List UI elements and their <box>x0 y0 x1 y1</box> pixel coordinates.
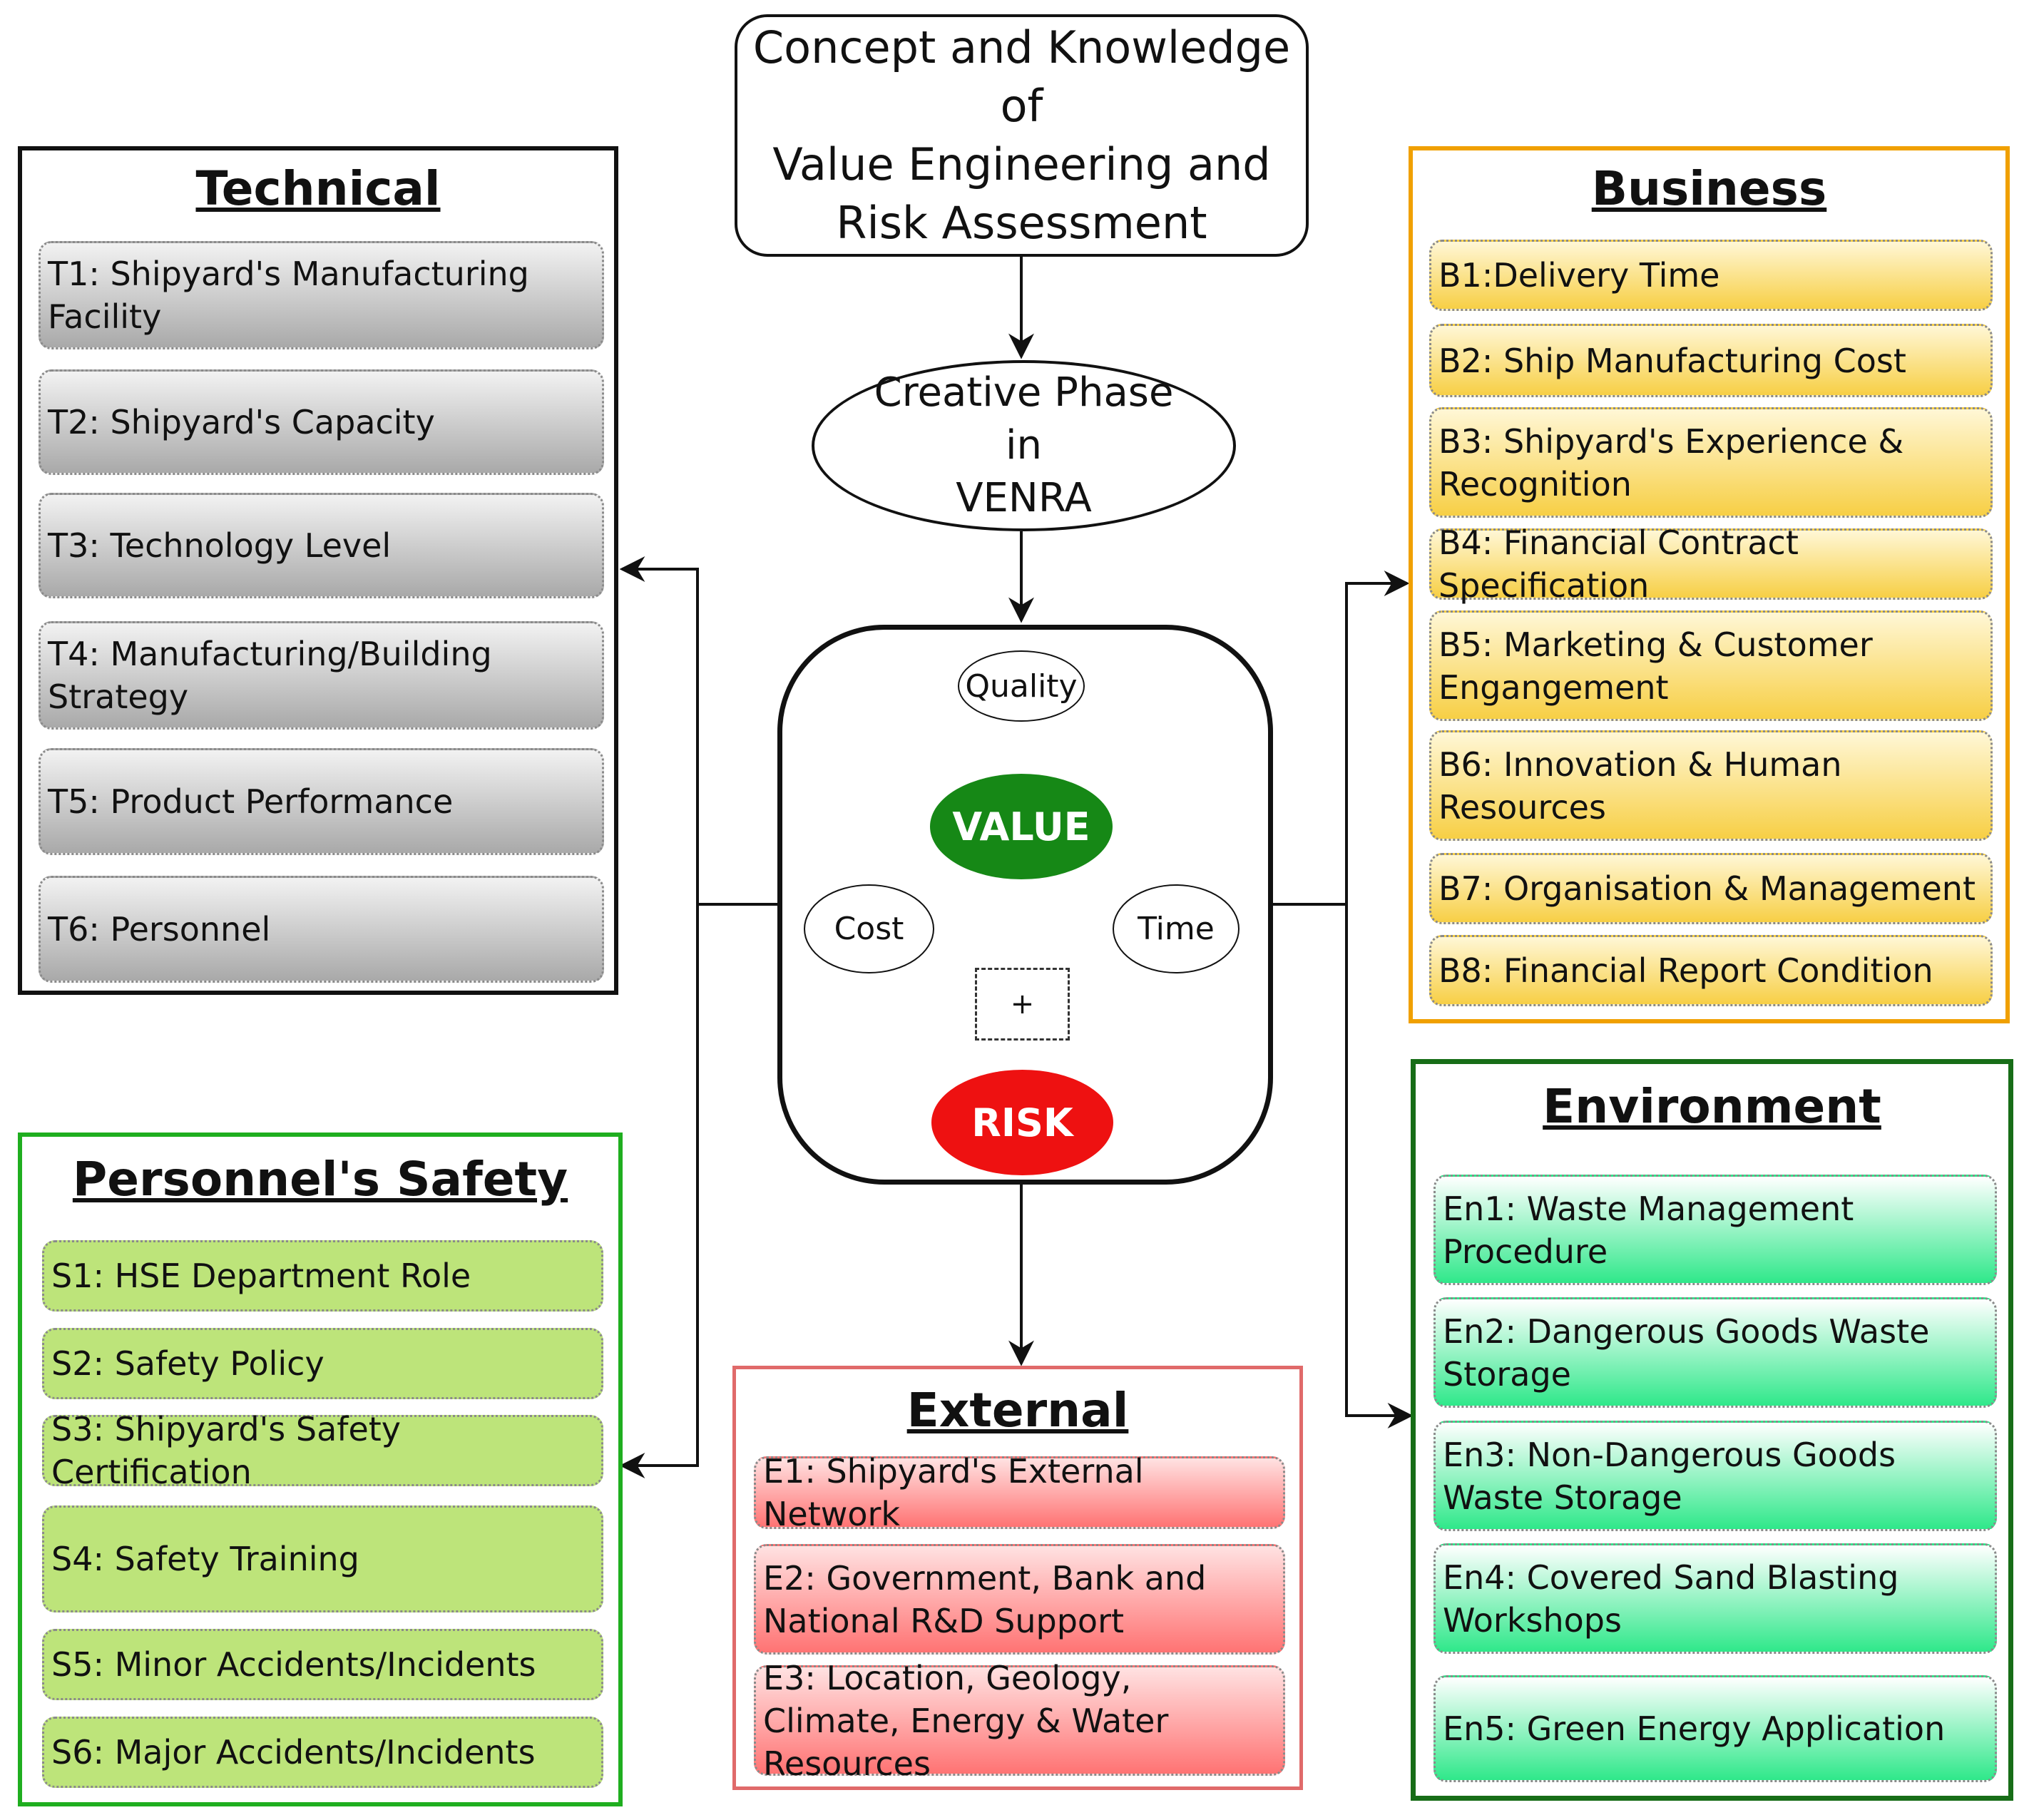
business-item-b4: B4: Financial Contract Specification <box>1429 523 1993 605</box>
business-title: Business <box>1591 161 1827 216</box>
arrow-to-technical <box>619 556 777 906</box>
technical-item-t1: T1: Shipyard's Manufacturing Facility <box>39 241 604 349</box>
external-title: External <box>906 1383 1129 1438</box>
arrow-to-environment <box>1345 904 1414 1428</box>
business-item-b3: B3: Shipyard's Experience & Recognition <box>1429 407 1993 518</box>
value-node: VALUE <box>930 774 1113 879</box>
cost-node: Cost <box>804 884 934 973</box>
arrow-to-safety <box>619 904 699 1478</box>
quality-node: Quality <box>958 650 1085 722</box>
environment-item-en3: En3: Non-Dangerous Goods Waste Storage <box>1433 1421 1997 1531</box>
environment-item-en1: En1: Waste Management Procedure <box>1433 1175 1997 1285</box>
business-item-b6: B6: Innovation & Human Resources <box>1429 730 1993 841</box>
time-node: Time <box>1113 884 1240 973</box>
external-panel: External E1: Shipyard's External Network… <box>732 1366 1303 1790</box>
business-item-b5: B5: Marketing & Customer Engangement <box>1429 610 1993 721</box>
business-item-b2: B2: Ship Manufacturing Cost <box>1429 324 1993 397</box>
environment-item-en4: En4: Covered Sand Blasting Workshops <box>1433 1543 1997 1654</box>
technical-title: Technical <box>195 161 441 216</box>
safety-item-s4: S4: Safety Training <box>42 1505 603 1612</box>
technical-item-t5: T5: Product Performance <box>39 748 604 855</box>
safety-item-s2: S2: Safety Policy <box>42 1328 603 1399</box>
personnel-safety-panel: Personnel's Safety S1: HSE Department Ro… <box>18 1133 623 1806</box>
safety-item-s6: S6: Major Accidents/Incidents <box>42 1717 603 1788</box>
technical-item-t6: T6: Personnel <box>39 876 604 983</box>
environment-item-en5: En5: Green Energy Application <box>1433 1675 1997 1782</box>
safety-item-s1: S1: HSE Department Role <box>42 1240 603 1312</box>
personnel-safety-title: Personnel's Safety <box>72 1152 568 1207</box>
business-item-b1: B1:Delivery Time <box>1429 240 1993 311</box>
external-item-e3: E3: Location, Geology, Climate, Energy &… <box>754 1659 1285 1783</box>
technical-panel: Technical T1: Shipyard's Manufacturing F… <box>18 146 618 995</box>
creative-phase-node: Creative Phase in VENRA <box>812 360 1236 531</box>
concept-knowledge-box: Concept and Knowledge of Value Engineeri… <box>735 14 1309 257</box>
external-item-e2: E2: Government, Bank and National R&D Su… <box>754 1544 1285 1655</box>
plus-sign-box: + <box>975 968 1070 1041</box>
safety-item-s3: S3: Shipyard's Safety Certification <box>42 1410 603 1491</box>
concept-knowledge-label: Concept and Knowledge of Value Engineeri… <box>752 21 1291 249</box>
safety-item-s5: S5: Minor Accidents/Incidents <box>42 1629 603 1700</box>
creative-phase-label: Creative Phase in VENRA <box>874 369 1174 521</box>
external-item-e1: E1: Shipyard's External Network <box>754 1452 1285 1533</box>
technical-item-t3: T3: Technology Level <box>39 493 604 598</box>
arrow-to-business <box>1273 571 1410 906</box>
technical-item-t2: T2: Shipyard's Capacity <box>39 369 604 475</box>
environment-title: Environment <box>1543 1079 1881 1134</box>
technical-item-t4: T4: Manufacturing/Building Strategy <box>39 621 604 730</box>
risk-node: RISK <box>931 1070 1113 1175</box>
environment-item-en2: En2: Dangerous Goods Waste Storage <box>1433 1297 1997 1408</box>
business-panel: Business B1:Delivery Time B2: Ship Manuf… <box>1409 146 2010 1023</box>
business-item-b7: B7: Organisation & Management <box>1429 853 1993 924</box>
environment-panel: Environment En1: Waste Management Proced… <box>1411 1059 2013 1801</box>
business-item-b8: B8: Financial Report Condition <box>1429 935 1993 1006</box>
